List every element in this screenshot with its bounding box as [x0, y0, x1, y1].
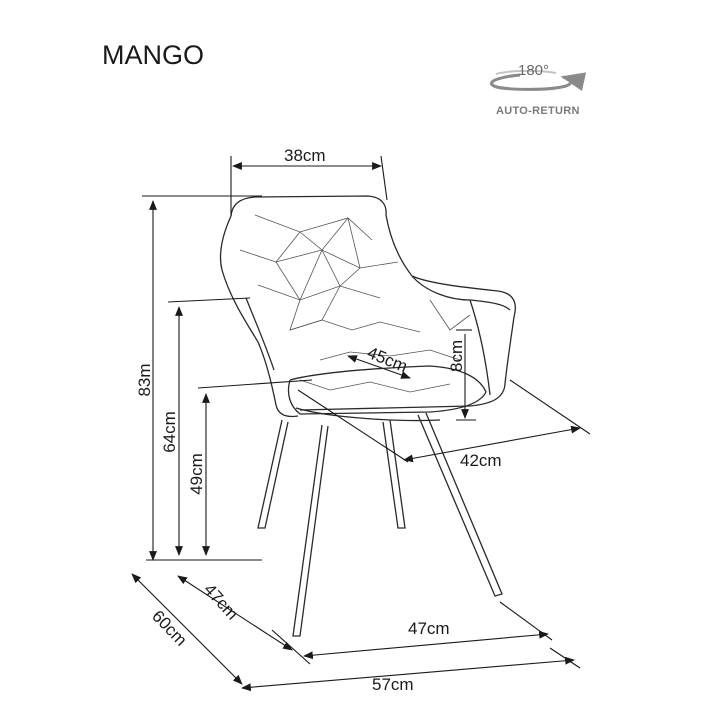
dimension-lines	[131, 155, 591, 692]
seat-depth-label: 45cm	[365, 343, 411, 376]
leg-width-label: 47cm	[408, 619, 450, 638]
rotate-180-icon	[490, 69, 587, 92]
product-title: MANGO	[102, 40, 204, 70]
rotation-degrees-label: 180°	[518, 62, 549, 79]
seat-width-label: 42cm	[460, 451, 502, 470]
total-width-label: 57cm	[372, 675, 414, 694]
armrest-pad-label: 8cm	[447, 340, 466, 372]
total-depth-label: 60cm	[148, 607, 191, 650]
backrest-width-label: 38cm	[284, 146, 326, 165]
chair-drawing	[219, 195, 516, 637]
auto-return-label: AUTO-RETURN	[496, 105, 580, 117]
seat-height-label: 49cm	[187, 453, 206, 495]
leg-depth-label: 47cm	[200, 580, 242, 624]
armrest-height-label: 64cm	[160, 411, 179, 453]
total-height-label: 83m	[135, 363, 154, 396]
